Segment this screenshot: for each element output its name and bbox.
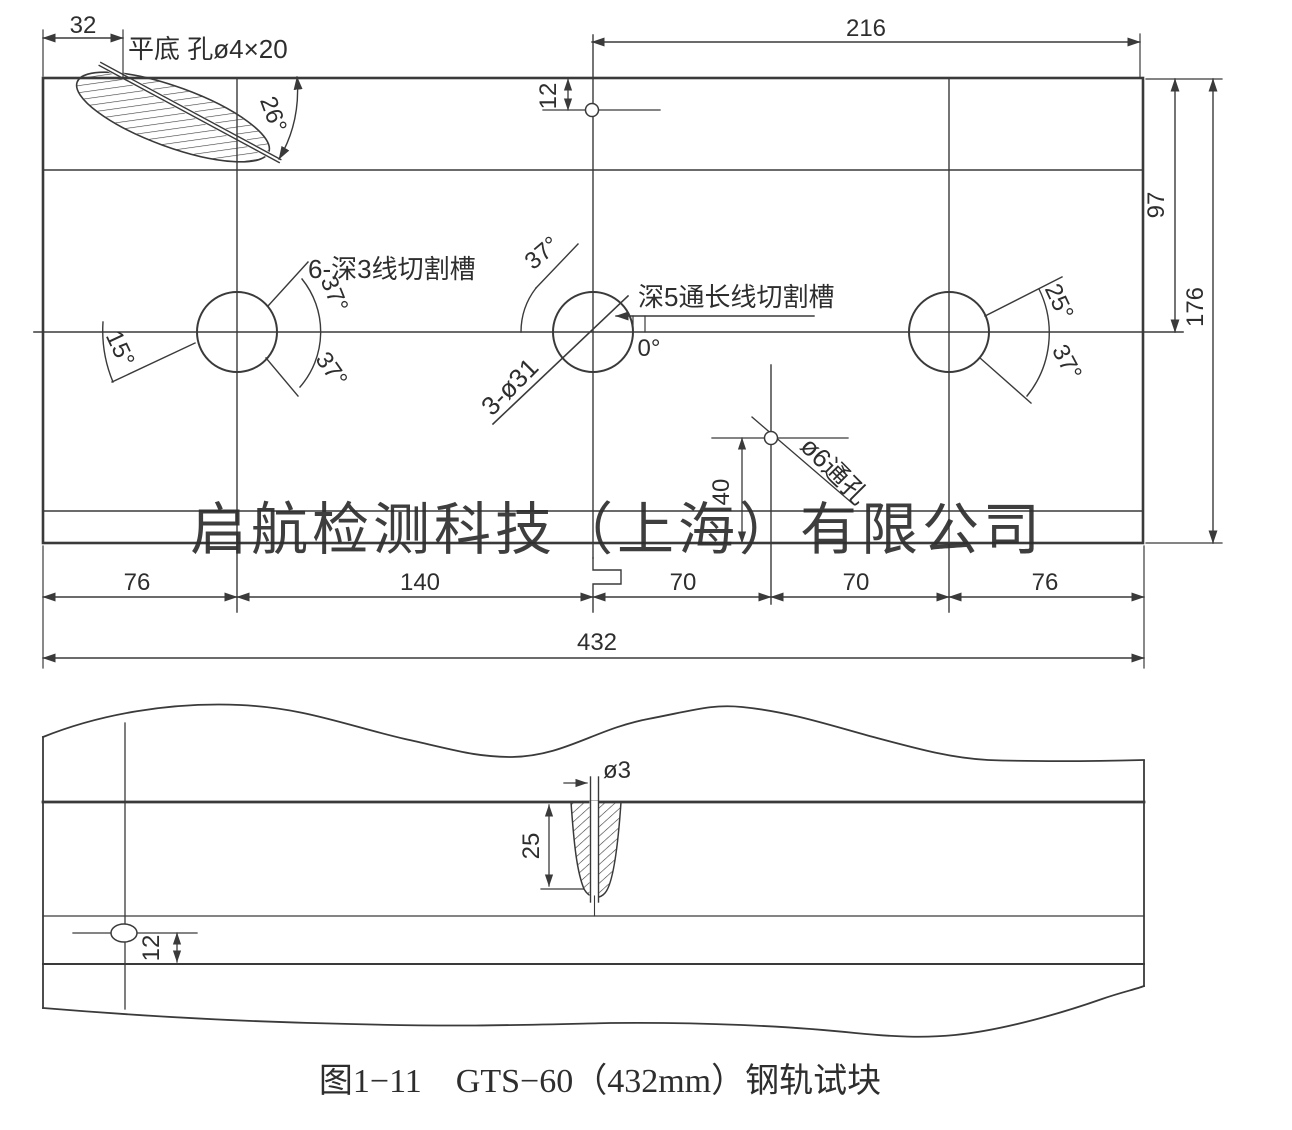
rail-bottom-wave xyxy=(42,984,1146,1038)
flat-bottom-hole-label: 平底 孔ø4×20 xyxy=(128,34,288,64)
extension-line-jog xyxy=(592,557,622,613)
dim-40-label: 40 xyxy=(708,479,735,506)
top-side-hole-12 xyxy=(542,78,661,118)
holes-3x31-label: 3-ø31 xyxy=(475,352,544,421)
dim-140-label: 140 xyxy=(400,569,440,596)
angle-26-arc xyxy=(278,76,303,160)
groove6-label: 6-深3线切割槽 xyxy=(308,254,476,284)
angle-37-left-dn-label: 37° xyxy=(310,347,353,392)
center-hole-annotations xyxy=(491,243,815,426)
hole-leaf-ellipse xyxy=(75,71,271,163)
angle-0-label: 0° xyxy=(638,335,661,362)
phi6-through-hole xyxy=(763,430,779,446)
angle-26-label: 26° xyxy=(254,93,292,136)
flat-bottom-hole-hatch xyxy=(75,59,285,166)
dim-12-top-label: 12 xyxy=(535,83,562,110)
dim-76-right-label: 76 xyxy=(1032,569,1059,596)
angle-15-label: 15° xyxy=(100,327,140,371)
dim-32 xyxy=(42,29,124,78)
figure-caption: 图1−11 GTS−60（432mm）钢轨试块 xyxy=(319,1062,881,1100)
company-watermark: 启航检测科技（上海）有限公司 xyxy=(190,498,1044,562)
angle-37-center-label: 37° xyxy=(520,231,565,275)
dim-216-label: 216 xyxy=(846,15,886,42)
dim-12-side-label: 12 xyxy=(138,935,165,962)
side-small-hole xyxy=(72,923,198,963)
hole-axis-line xyxy=(98,64,281,164)
hole-31-right xyxy=(908,291,990,373)
bottom-dim-chain xyxy=(42,545,1145,669)
dim-432-label: 432 xyxy=(577,629,617,656)
side-view xyxy=(41,703,1146,1038)
angle-37-right-label: 37° xyxy=(1046,340,1087,385)
left-hole-angles xyxy=(102,261,322,397)
dim-97-176 xyxy=(1145,78,1223,544)
top-view xyxy=(33,29,1223,669)
groove5-label: 深5通长线切割槽 xyxy=(638,282,834,312)
dim-25-label: 25 xyxy=(518,833,545,860)
dim-216 xyxy=(591,33,1141,78)
rail-top-wave xyxy=(41,703,1145,763)
phi6-hole-group xyxy=(711,416,853,544)
dim-76-left-label: 76 xyxy=(124,569,151,596)
side-drilled-hole-top xyxy=(584,102,600,118)
phi3-slot xyxy=(540,776,622,917)
hole-31-left xyxy=(196,291,278,373)
dim-97-label: 97 xyxy=(1143,192,1170,219)
right-hole-angles xyxy=(979,276,1063,404)
dim-phi3-label: ø3 xyxy=(603,757,631,784)
dim-32-label: 32 xyxy=(70,12,97,39)
dim-176-label: 176 xyxy=(1182,287,1209,327)
diagonal-45-line xyxy=(491,294,630,426)
dim-70-a-label: 70 xyxy=(670,569,697,596)
dim-70-b-label: 70 xyxy=(843,569,870,596)
